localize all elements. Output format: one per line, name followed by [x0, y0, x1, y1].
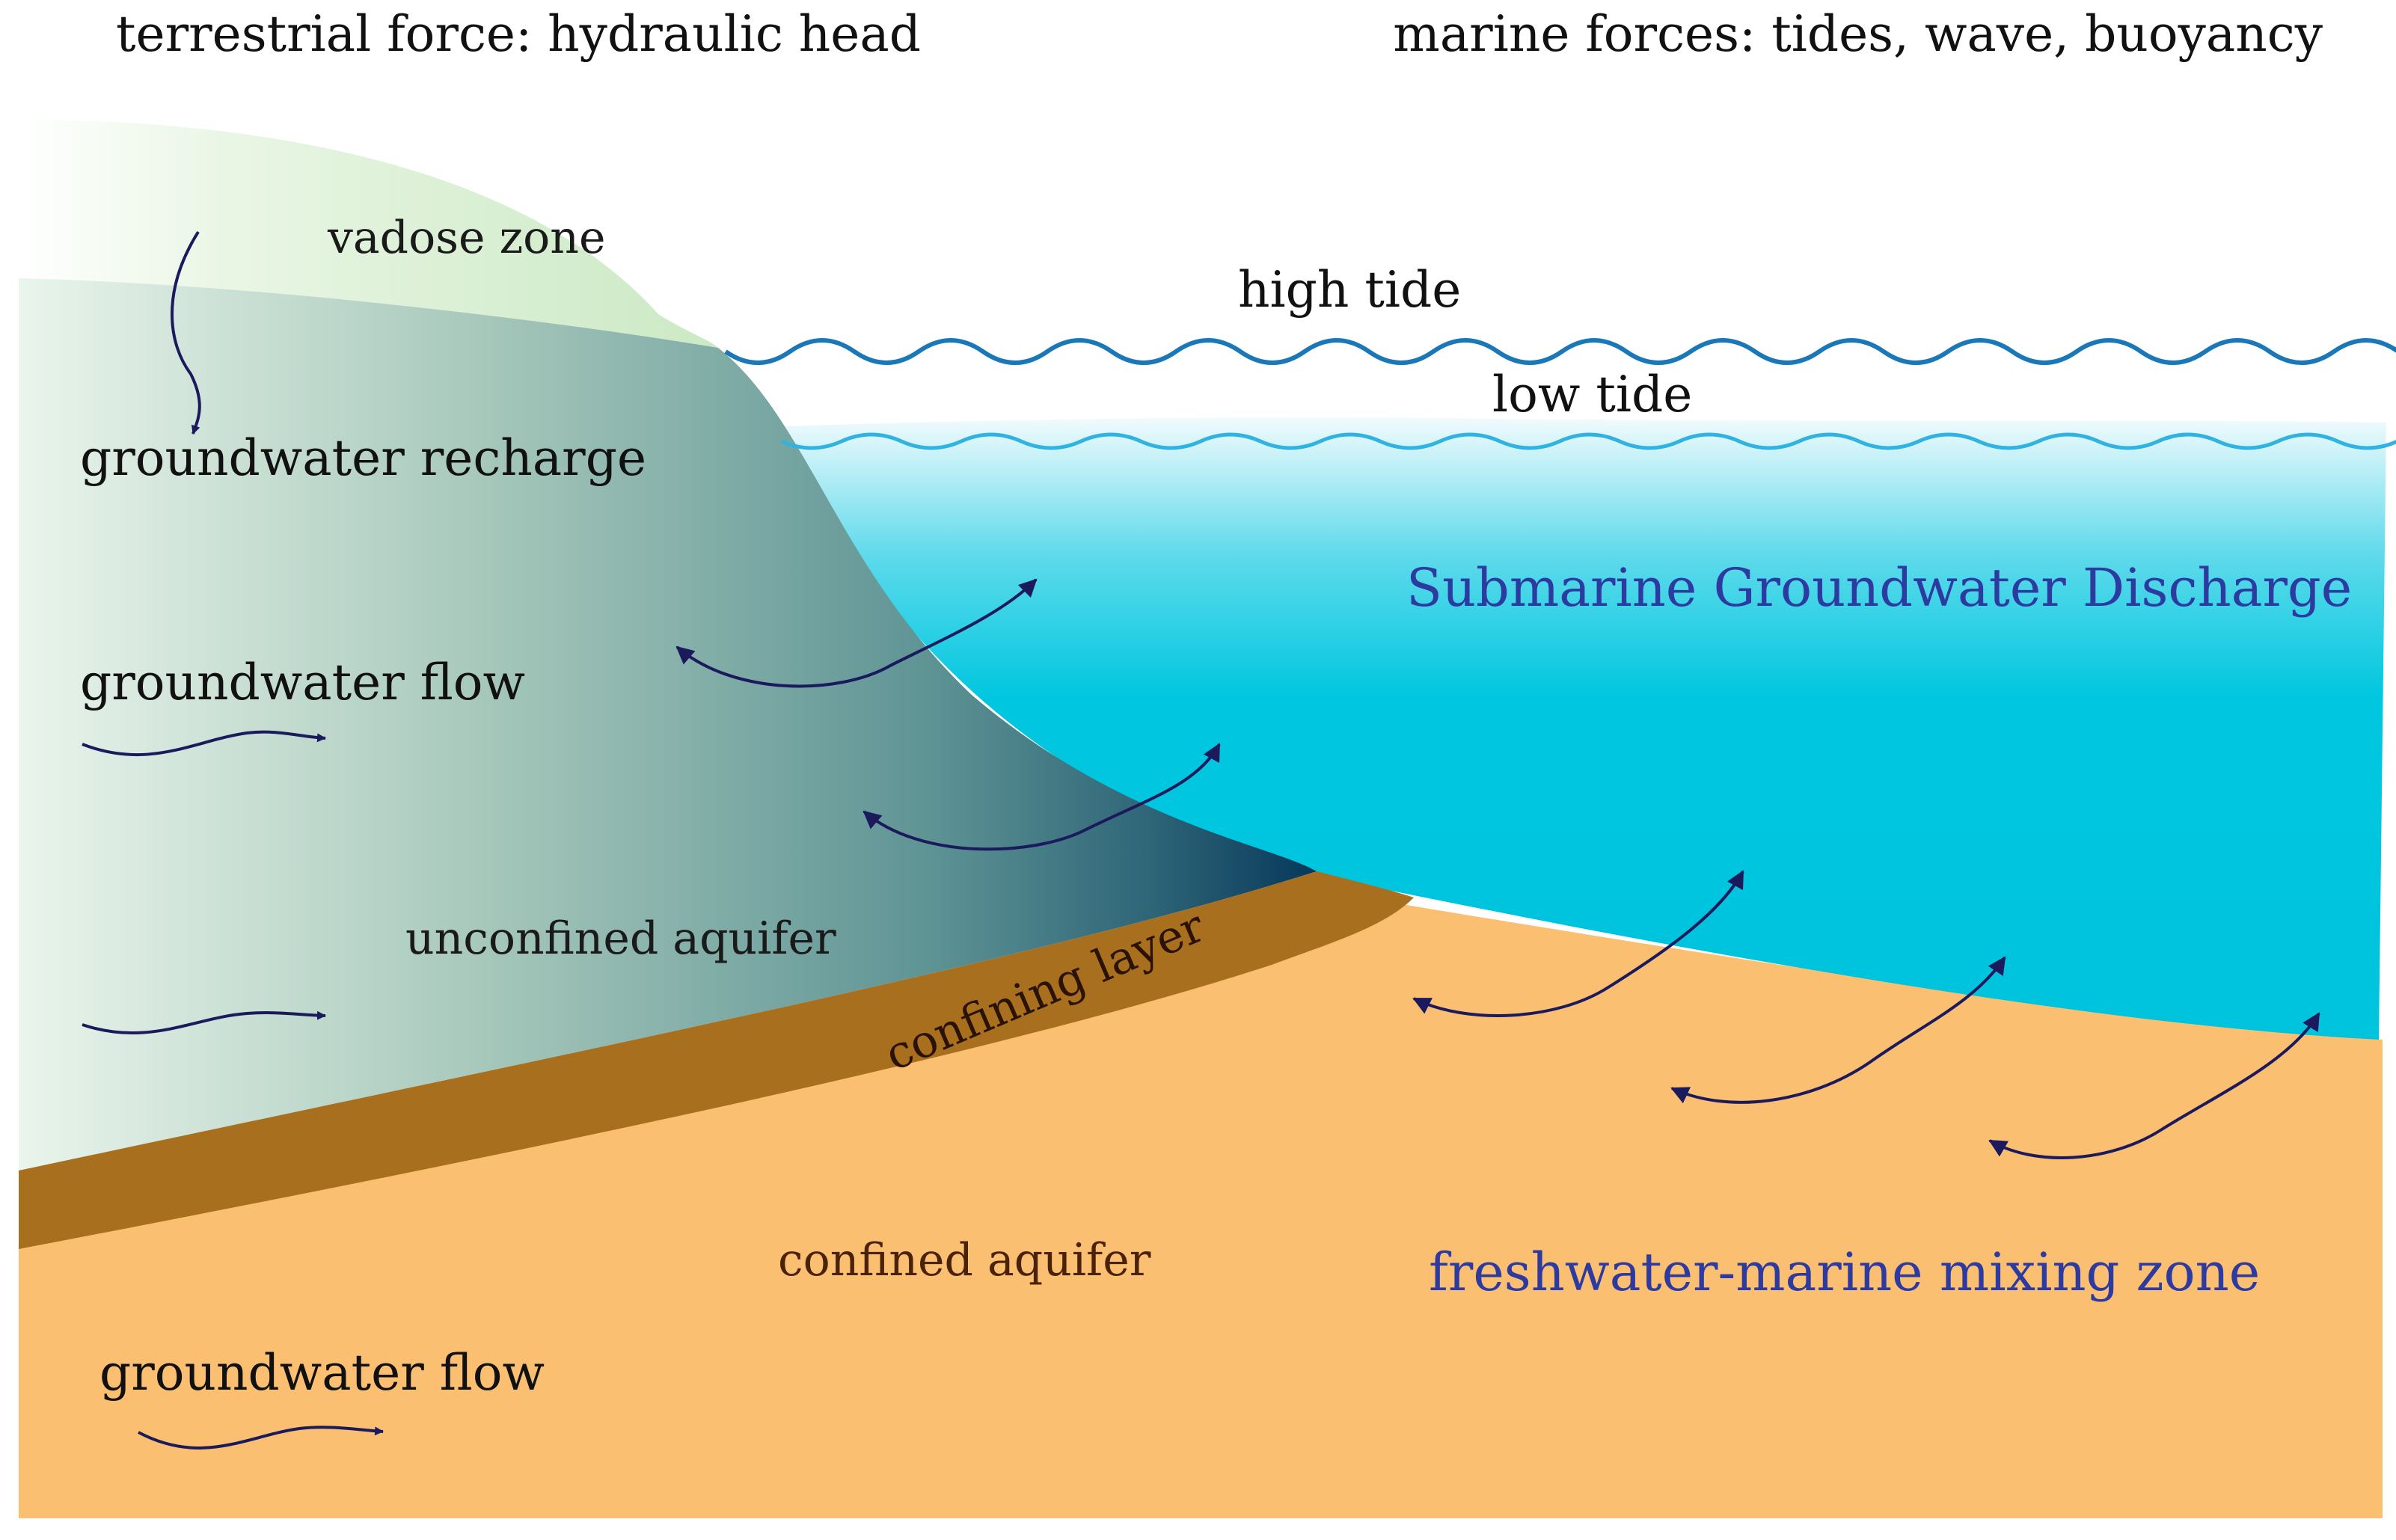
- unconfined-aquifer-area: [19, 278, 1317, 1171]
- exchange-arrow-5: [1988, 1012, 2320, 1159]
- high-tide-label: high tide: [1238, 261, 1461, 319]
- exchange-arrow-3: [1412, 870, 1744, 1017]
- low-tide-label: low tide: [1492, 366, 1692, 423]
- exchange-arrow-1: [675, 578, 1038, 688]
- terrestrial-force-label: terrestrial force: hydraulic head: [116, 5, 921, 63]
- exchange-arrow-4: [1670, 956, 2006, 1104]
- groundwater-flow-upper-label: groundwater flow: [80, 654, 525, 711]
- marine-forces-label: marine forces: tides, wave, buoyancy: [1393, 5, 2323, 63]
- confined-aquifer-label: confined aquifer: [778, 1234, 1151, 1286]
- high-tide-line: [724, 338, 2396, 365]
- vadose-zone-area: [19, 120, 718, 348]
- groundwater-flow-lower-label: groundwater flow: [99, 1344, 545, 1402]
- sea-area: [782, 417, 2386, 1040]
- sgd-label: Submarine Groundwater Discharge: [1406, 557, 2352, 619]
- vadose-zone-label: vadose zone: [327, 212, 605, 264]
- groundwater-flow-arrow-upper: [82, 730, 326, 757]
- recharge-arrow: [171, 230, 201, 435]
- confining-layer-area: [19, 871, 1414, 1249]
- mixing-zone-label: freshwater-marine mixing zone: [1429, 1242, 2260, 1303]
- exchange-arrow-2: [863, 743, 1221, 851]
- low-tide-line: [780, 432, 2396, 450]
- groundwater-recharge-label: groundwater recharge: [80, 429, 646, 487]
- groundwater-flow-arrow-lower: [138, 1426, 384, 1449]
- unconfined-aquifer-label: unconfined aquifer: [405, 912, 836, 965]
- groundwater-flow-arrow-middle: [82, 1010, 326, 1035]
